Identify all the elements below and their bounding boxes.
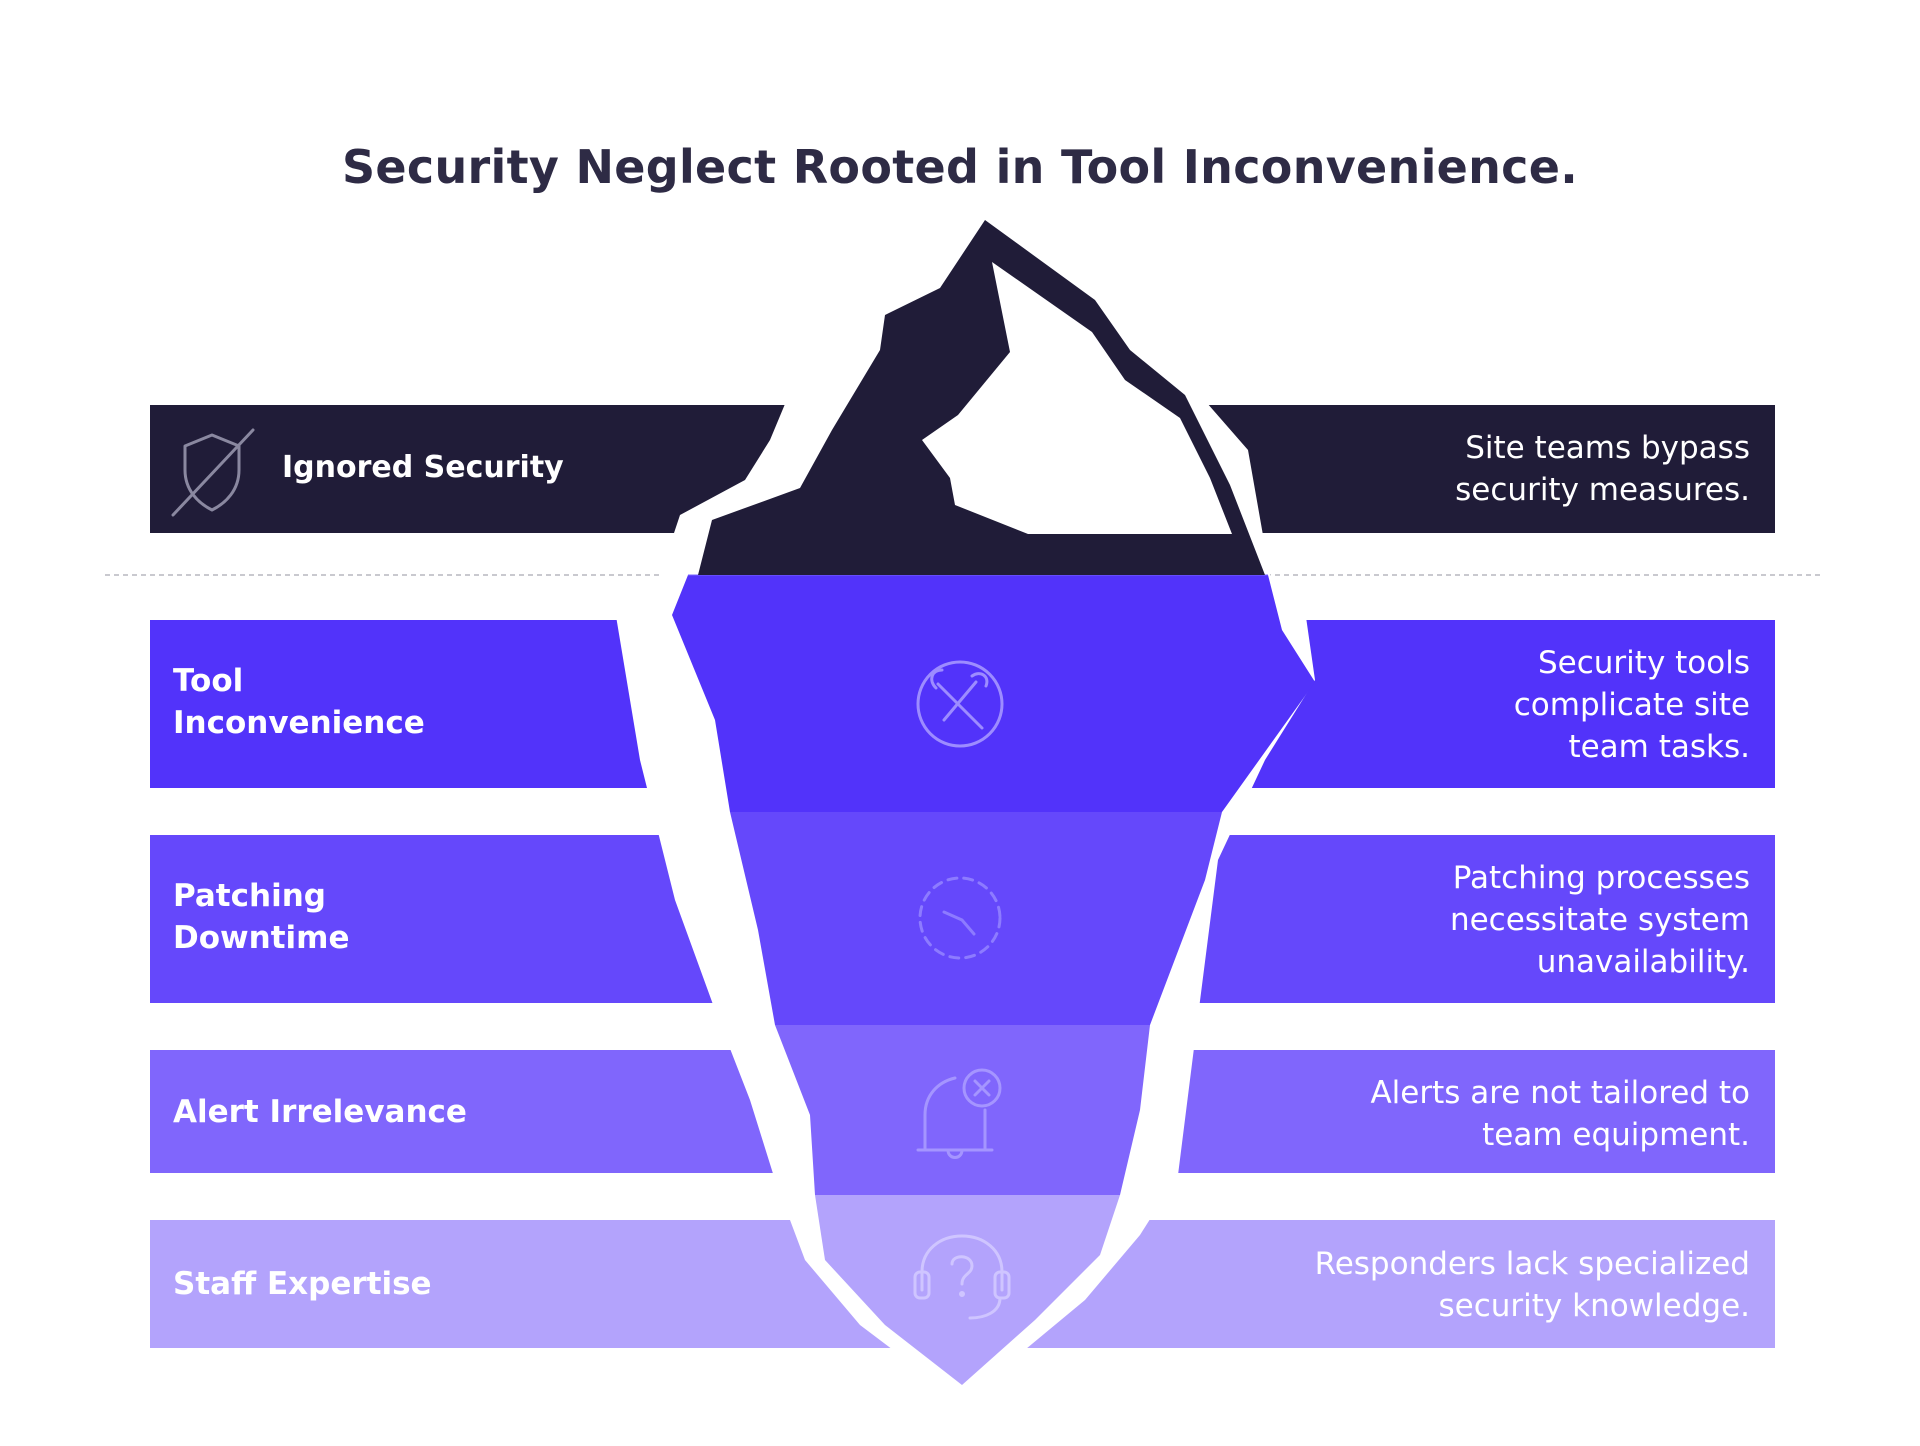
diagram-title: Security Neglect Rooted in Tool Inconven… [341,140,1579,194]
layer-description-staff-expertise: Responders lack specialized security kno… [1314,1246,1750,1324]
surface-description: Site teams bypass security measures. [1455,430,1750,508]
iceberg-layer-3 [775,1025,1150,1195]
layer-label-alert-irrelevance: Alert Irrelevance [173,1094,467,1130]
iceberg-layer-4 [815,1195,1120,1385]
tools-icon [916,660,1004,748]
iceberg-layer-1 [672,575,1315,812]
iceberg-layer-2 [730,812,1222,1025]
layer-label-staff-expertise: Staff Expertise [173,1266,432,1302]
iceberg-snow [922,262,1232,534]
surface-label: Ignored Security [282,450,564,485]
refresh-clock-icon [918,876,1002,960]
layer-description-tool-inconvenience: Security tools complicate site team task… [1513,645,1750,765]
layer-label-tool-inconvenience: Tool Inconvenience [173,663,425,741]
layer-description-alert-irrelevance: Alerts are not tailored to team equipmen… [1370,1075,1750,1153]
headset-question-icon [913,1234,1011,1320]
layer-label-patching-downtime: Patching Downtime [173,878,350,956]
no-shield-icon [171,428,255,517]
layer-description-patching-downtime: Patching processes necessitate system un… [1449,860,1750,980]
bell-x-icon [916,1068,1002,1159]
